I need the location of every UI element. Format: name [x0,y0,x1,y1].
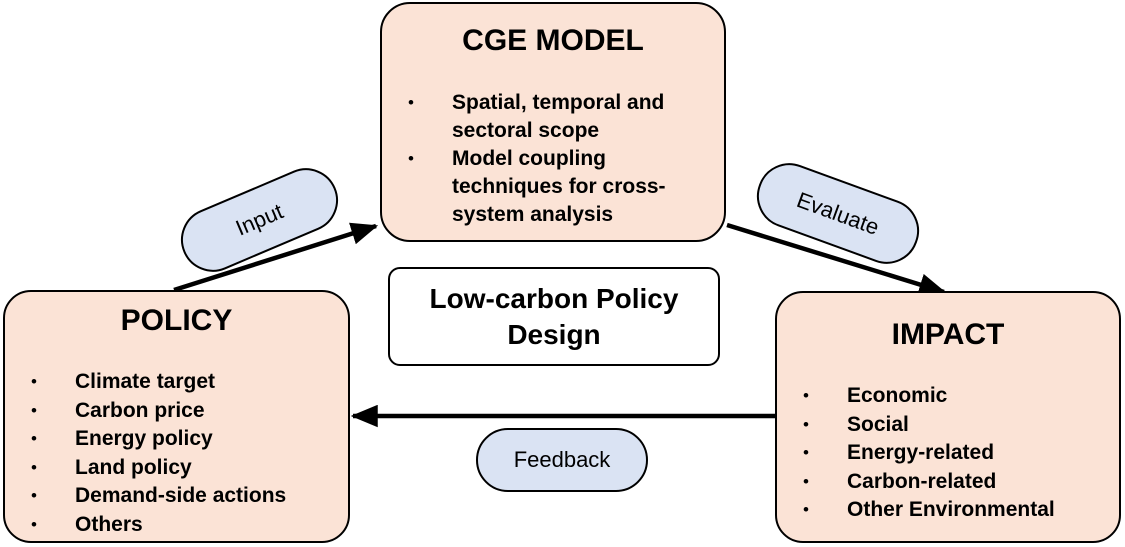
impact-item: Energy-related [801,439,1055,468]
policy-item: Climate target [29,368,286,397]
impact-item: Social [801,411,1055,440]
impact-list: Economic Social Energy-related Carbon-re… [801,382,1055,525]
cge-item-scope-line2: sectoral scope [452,119,600,142]
policy-item: Others [29,511,286,540]
input-arrow [173,222,379,293]
policy-item: Energy policy [29,425,286,454]
evaluate-arrow [726,222,947,296]
input-label: Input [231,198,287,241]
feedback-label: Feedback [513,447,611,472]
evaluate-label: Evaluate [793,186,883,240]
feedback-label-pill: Feedback [476,428,648,492]
center-title: Low-carbon Policy Design [429,282,679,350]
policy-list: Climate target Carbon price Energy polic… [29,368,286,539]
impact-title: IMPACT [891,318,1005,351]
cge-item-coupling-line1: Model coupling [452,147,606,170]
policy-item: Carbon price [29,397,286,426]
impact-item: Carbon-related [801,468,1055,497]
cge-item-scope-line1: Spatial, temporal and [452,91,665,114]
low-carbon-policy-design-box: Low-carbon Policy Design [388,267,720,366]
cge-item-coupling-line2: techniques for cross- [452,175,666,198]
impact-item: Other Environmental [801,496,1055,525]
policy-title: POLICY [120,304,233,337]
cge-model-title: CGE MODEL [462,24,644,57]
policy-box: POLICY Climate target Carbon price Energ… [3,290,350,543]
cge-model-list: Spatial, temporal and sectoral scope Mod… [406,89,666,229]
cge-item-coupling: Model coupling techniques for cross- sys… [406,145,666,229]
policy-item: Demand-side actions [29,482,286,511]
cge-item-scope: Spatial, temporal and sectoral scope [406,89,666,145]
impact-box: IMPACT Economic Social Energy-related Ca… [775,291,1121,543]
cge-item-coupling-line3: system analysis [452,203,614,226]
impact-item: Economic [801,382,1055,411]
cge-model-box: CGE MODEL Spatial, temporal and sectoral… [380,2,726,242]
policy-item: Land policy [29,454,286,483]
